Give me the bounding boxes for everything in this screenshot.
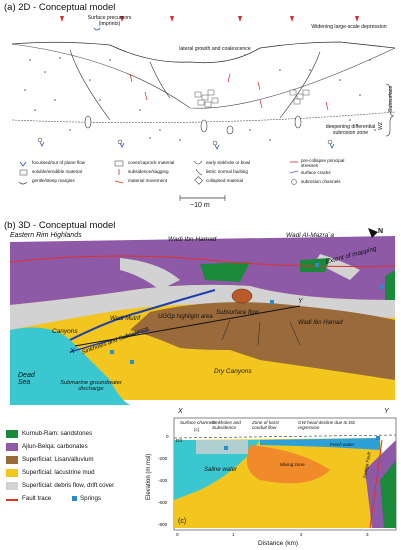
- wadi-ibn-hamad-label: Wadi Ibn Hamad: [298, 320, 343, 326]
- legend-swatch-ajlun: [6, 443, 18, 451]
- ds-label: DS: [176, 438, 183, 443]
- wadi-mutrif-label: Wadi Mutrif: [110, 316, 141, 322]
- legend-mud: Superficial: lacustrine mud: [22, 469, 95, 476]
- panel-c-y: Y: [384, 408, 389, 415]
- legend-swatch-lisan: [6, 456, 18, 464]
- legend-cracks: surface cracks: [301, 170, 331, 175]
- ytick-1: -200: [158, 456, 168, 461]
- panel-b-title: (b) 3D - Conceptual model: [4, 220, 116, 231]
- legend-swatch-debris: [6, 482, 18, 490]
- wadi-ibn-hamad-top-label: Wadi Ibn Hamad: [168, 236, 217, 243]
- dry-canyons-label: Dry Canyons: [214, 368, 252, 375]
- legend-stresses: pre-collapse principal stresses: [301, 158, 345, 169]
- fresh-water-label: Fresh water: [330, 442, 355, 447]
- y-marker: Y: [298, 298, 303, 305]
- widening-label: Widening large-scale depression: [311, 24, 387, 30]
- sinkholes-c-label: Sinkholes and Subsidence: [212, 420, 241, 431]
- legend-kurnub: Kurnub-Ram: sandstones: [22, 430, 93, 437]
- mixing-zone-label: Mixing zone: [280, 462, 305, 467]
- xtick-2: 2: [300, 532, 303, 537]
- legend-swatch-mud: [6, 469, 18, 477]
- subsurface-flow-label: Subsurface flow: [216, 310, 259, 316]
- legend-cover: cover/caprock material: [128, 160, 175, 165]
- surface-precursors-label: Surface precursors (imprints): [87, 15, 132, 27]
- saline-water-label: Saline water: [204, 467, 238, 473]
- legend-swatch-fault: [6, 499, 18, 501]
- legend-fault: Fault trace: [22, 495, 52, 502]
- panel-c-label: (c): [178, 518, 187, 525]
- legend-debris: Superficial: debris flow, drift cover: [22, 482, 115, 489]
- submarine-label: Submarine groundwater discharge: [60, 380, 122, 392]
- panel-c-x: X: [178, 408, 183, 415]
- xtick-0: 0: [176, 532, 179, 537]
- legend-springs: Springs: [80, 495, 101, 502]
- lateral-growth-label: lateral growth and coalescence: [179, 46, 251, 52]
- legend-lisan: Superficial: Lisan/alluvium: [22, 456, 94, 463]
- legend-early: early sinkhole or bowl: [206, 160, 251, 165]
- legend-listric: listric normal faulting: [206, 169, 248, 174]
- scale-label: ~10 m: [190, 202, 210, 209]
- deepening-label: deepening differential subrosion zone: [325, 124, 376, 136]
- ytick-3: -600: [158, 500, 168, 505]
- x-marker: X: [70, 348, 75, 355]
- uggp-label: UGGp highlight area: [158, 314, 213, 320]
- legend-margins: gentle/steep margins: [32, 178, 75, 183]
- panel-b-legend: Kurnub-Ram: sandstones Ajlun-Belqa: carb…: [6, 430, 156, 530]
- panel-a-title: (a) 2D - Conceptual model: [4, 2, 116, 13]
- canyons-label: Canyons: [52, 328, 78, 335]
- karst-label: Zone of karst conduit flow: [252, 420, 279, 431]
- gw-head-label: GW head decline due to DS regression: [298, 420, 355, 431]
- xaxis-label: Distance (km): [258, 540, 299, 547]
- xtick-3: 3: [366, 532, 369, 537]
- wadi-al-mazra-label: Wadi Al-Mazra`a: [286, 232, 335, 239]
- legend-subsidence: subsidence/sagging: [128, 169, 169, 174]
- ytick-4: -800: [158, 522, 168, 527]
- xtick-1: 1: [232, 532, 235, 537]
- legend-movement: material movement: [128, 178, 168, 183]
- yaxis-label: Elevation (m msl): [146, 453, 152, 500]
- legend-channels: subrosion channels: [301, 179, 341, 184]
- legend-flow: focussed/out of plane flow: [32, 160, 86, 165]
- dead-sea-label: Dead Sea: [18, 372, 35, 386]
- legend-soluble: soluble/erodible material: [32, 169, 82, 174]
- legend-collapsed: collapsed material: [206, 178, 244, 183]
- legend-swatch-kurnub: [6, 430, 18, 438]
- c-small-label: (c): [194, 427, 200, 432]
- eastern-rim-label: Eastern Rim Highlands: [10, 232, 82, 239]
- panel-a-legend-icons: [18, 160, 299, 185]
- legend-ajlun: Ajlun-Belqa: carbonates: [22, 443, 88, 450]
- panel-a-legend: focussed/out of plane flow soluble/erodi…: [18, 158, 398, 192]
- ytick-2: -400: [158, 478, 168, 483]
- surface-channels-label: Surface channels: [180, 420, 216, 425]
- spring-icon: [72, 496, 77, 501]
- ytick-0: 0: [166, 434, 169, 439]
- north-label: N: [378, 228, 384, 235]
